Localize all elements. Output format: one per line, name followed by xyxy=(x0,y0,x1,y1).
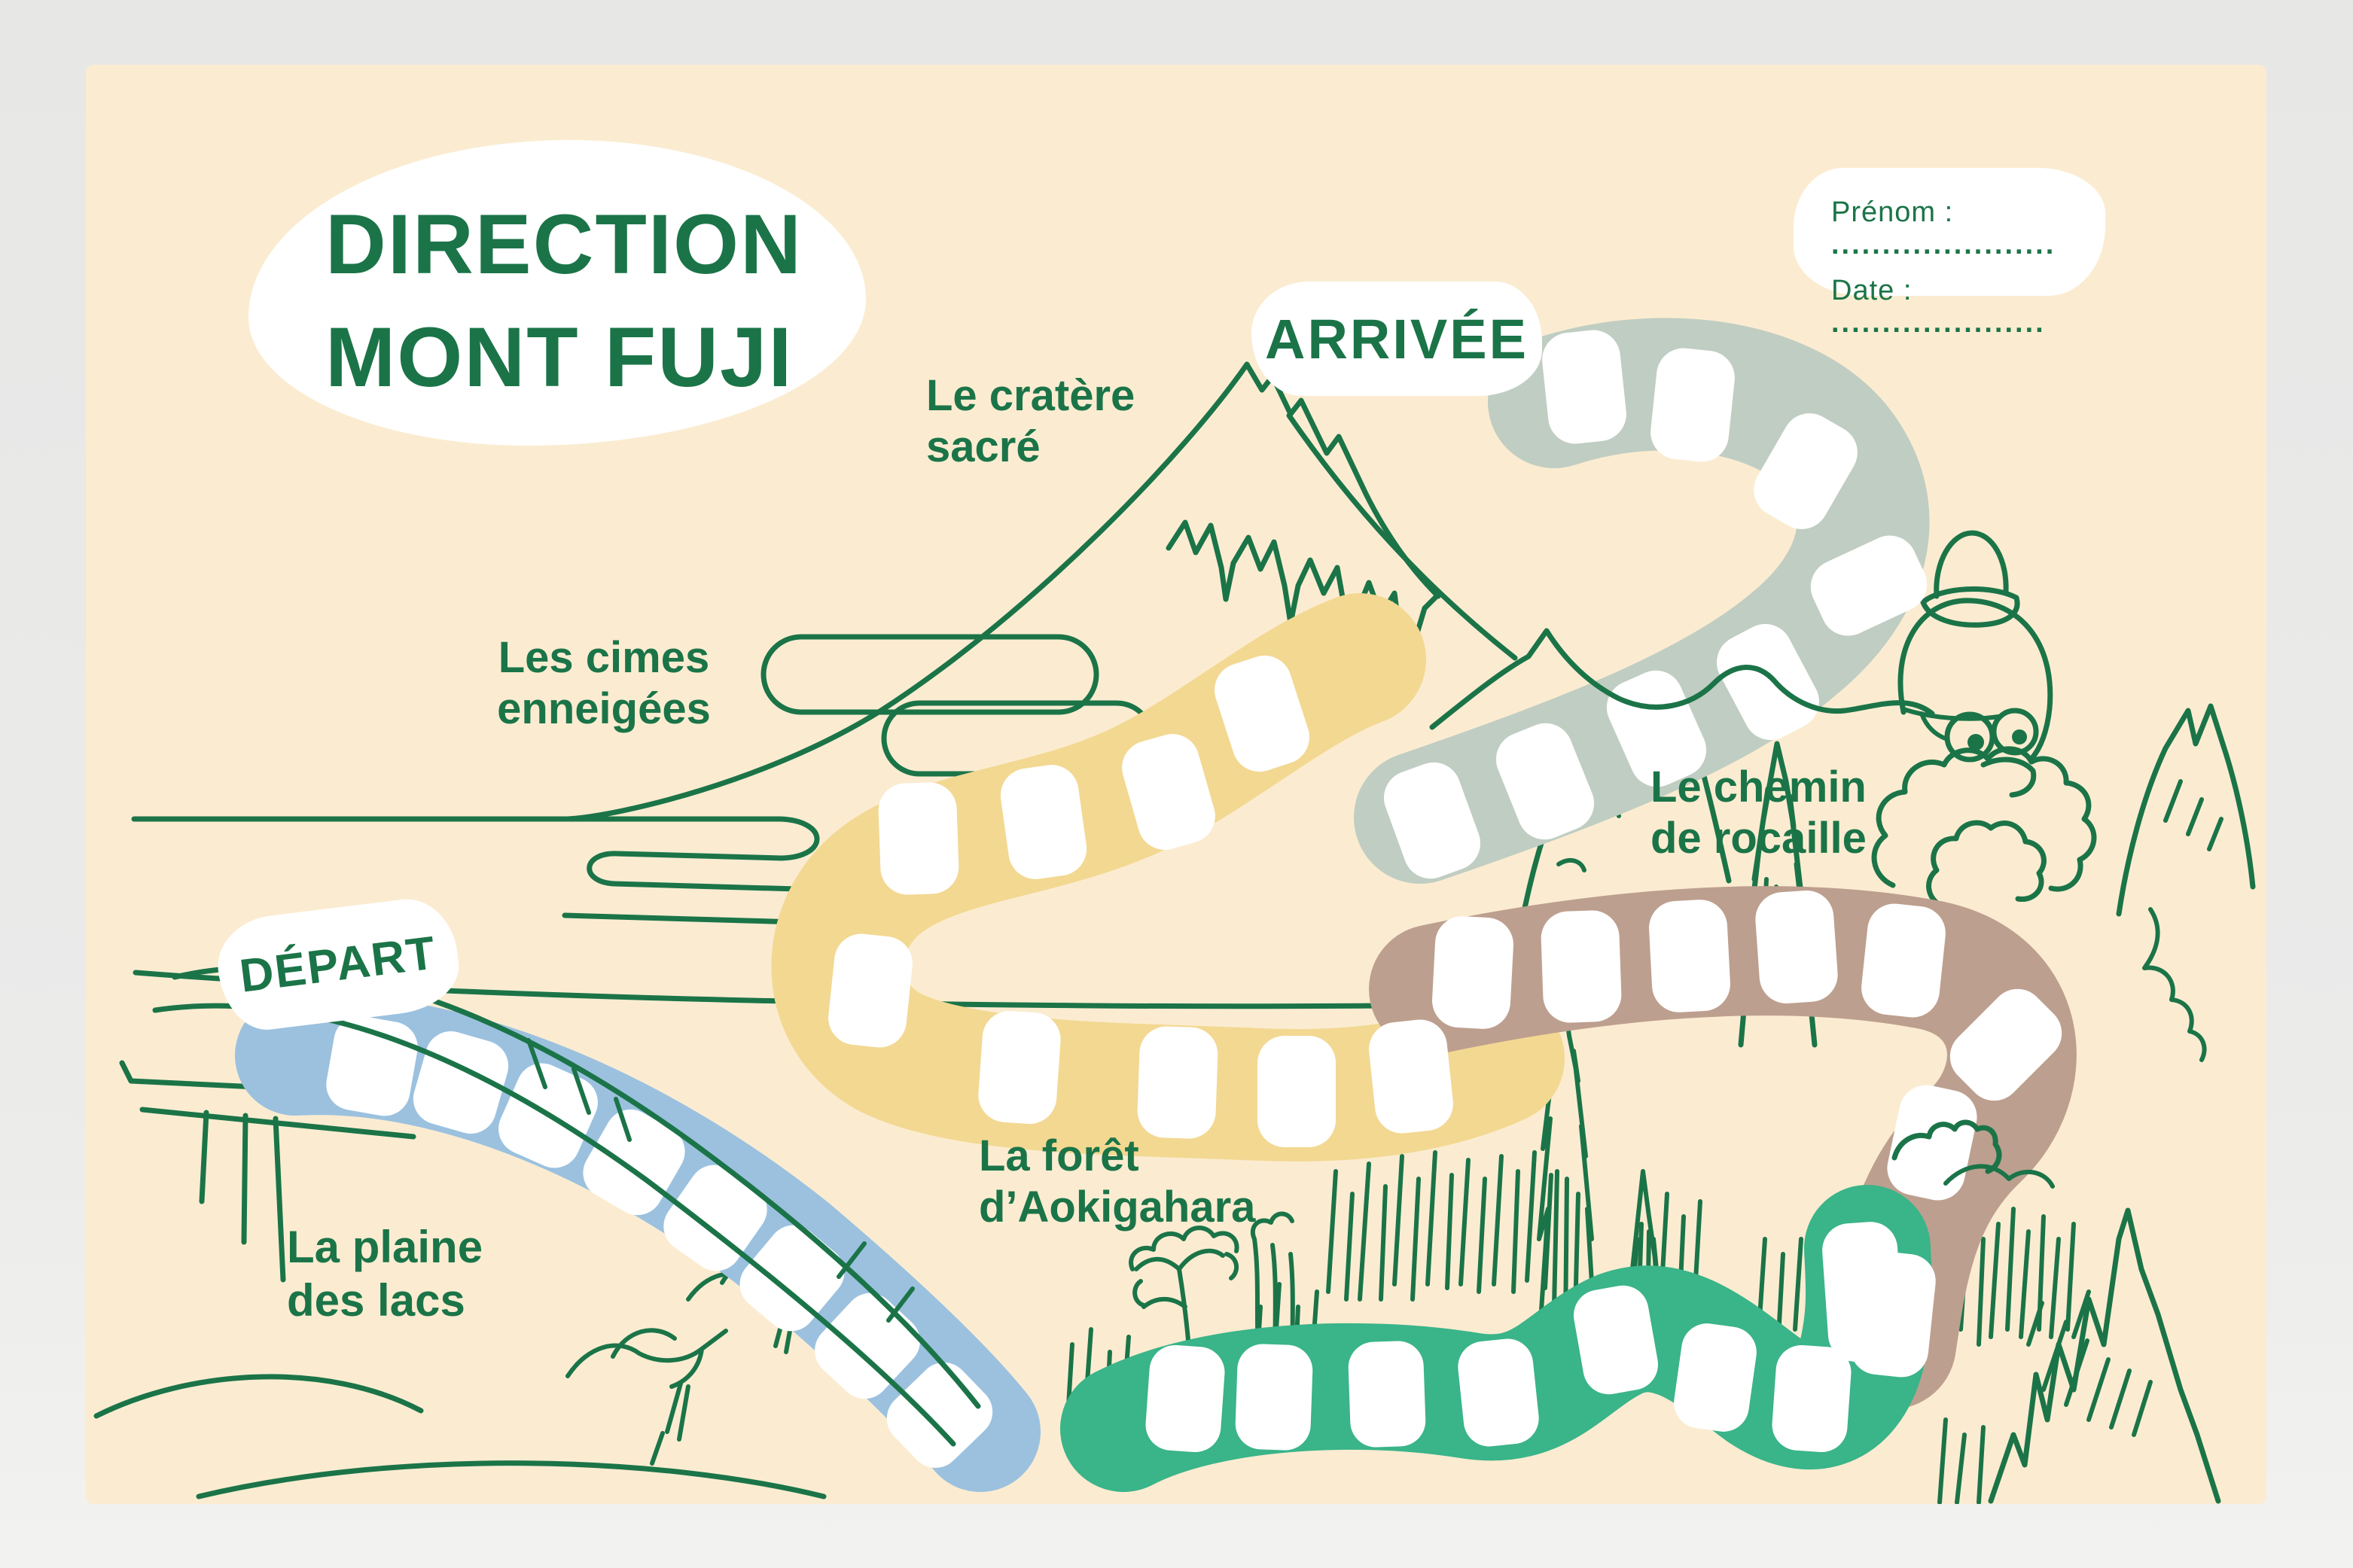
cliff-structure xyxy=(119,1060,416,1283)
board-space[interactable] xyxy=(1647,898,1732,1013)
cloud-large xyxy=(760,634,1099,715)
board-space[interactable] xyxy=(1348,1340,1427,1448)
title-line-2: MONT FUJI xyxy=(325,310,794,405)
tanuki-pupil-right xyxy=(2012,729,2027,744)
board-space[interactable] xyxy=(1540,909,1622,1024)
board-space[interactable] xyxy=(1431,915,1515,1030)
board-space[interactable] xyxy=(1376,755,1488,887)
board-space[interactable] xyxy=(730,1215,855,1342)
path-bands xyxy=(235,318,2077,1492)
title-line-1: DIRECTION xyxy=(325,197,803,291)
board-space[interactable] xyxy=(1671,1320,1760,1436)
bush-small xyxy=(1926,820,2047,911)
start-label: DÉPART xyxy=(236,926,440,1003)
tanuki-hat xyxy=(1934,530,2009,599)
board-space[interactable] xyxy=(1257,1036,1336,1147)
name-date-box: Prénom : ...................... Date : .… xyxy=(1794,168,2105,339)
bush-large xyxy=(1871,746,2097,892)
board-space[interactable] xyxy=(826,931,916,1050)
board-space[interactable] xyxy=(1235,1343,1314,1451)
board-space[interactable] xyxy=(1821,1220,1906,1364)
board-space[interactable] xyxy=(1136,1025,1218,1140)
board-space[interactable] xyxy=(997,761,1090,882)
rocks-far-right-hatch xyxy=(2163,779,2223,851)
fuji-flank-ridge xyxy=(1286,413,1518,661)
tanuki-goggle-strap xyxy=(1919,711,1949,741)
board-space[interactable] xyxy=(1540,327,1629,446)
willow-tree xyxy=(1251,1211,1296,1395)
date-row: Date : ..................... xyxy=(1831,275,2105,339)
forest-hatch-main xyxy=(1326,1150,1821,1347)
page-title: DIRECTION MONT FUJI xyxy=(325,188,803,414)
tanuki-creature xyxy=(1897,530,2053,798)
tanuki-muzzle xyxy=(1980,757,2037,798)
rocks-wavy-descent xyxy=(2142,907,2207,1062)
name-label: Prénom : xyxy=(1831,196,1954,228)
board-space[interactable] xyxy=(1707,614,1828,750)
cloud-squiggle xyxy=(1943,1164,2055,1189)
board-space[interactable] xyxy=(1455,1336,1541,1449)
conifer-short xyxy=(1627,1169,1663,1347)
board-space[interactable] xyxy=(1598,662,1714,796)
rocky-ridge xyxy=(1429,628,1935,730)
board-space[interactable] xyxy=(804,1283,931,1410)
board-space[interactable] xyxy=(1770,1344,1853,1454)
board-space[interactable] xyxy=(1367,1017,1456,1136)
name-field[interactable]: ...................... xyxy=(1831,229,2056,260)
tanuki-paw xyxy=(1891,1119,2002,1174)
date-label: Date : xyxy=(1831,275,1913,306)
lake-shore-1 xyxy=(93,1374,424,1419)
lake-shore-2 xyxy=(196,1460,827,1499)
tanuki-pupil-left xyxy=(1967,734,1984,751)
board-space[interactable] xyxy=(1144,1344,1227,1454)
name-row: Prénom : ...................... xyxy=(1831,196,2105,261)
board-illustration xyxy=(93,318,2256,1504)
finish-marker: ARRIVÉE xyxy=(1251,282,1542,396)
board-space[interactable] xyxy=(1744,403,1867,539)
board-space[interactable] xyxy=(1754,889,1839,1006)
pine-tree xyxy=(1129,1225,1239,1407)
tanuki-goggle-right xyxy=(1991,708,2039,756)
board-spaces xyxy=(326,327,2073,1468)
fuji-left-slope xyxy=(131,361,1250,822)
board-space[interactable] xyxy=(877,781,959,896)
board-space[interactable] xyxy=(1859,901,1949,1020)
board-space[interactable] xyxy=(1939,978,2073,1112)
board-space[interactable] xyxy=(1488,715,1602,848)
board-space[interactable] xyxy=(977,1009,1062,1126)
board-space[interactable] xyxy=(1802,527,1936,645)
board-space[interactable] xyxy=(654,1155,777,1280)
date-field[interactable]: ..................... xyxy=(1831,307,2046,339)
rocks-far-right xyxy=(2116,703,2256,917)
finish-label: ARRIVÉE xyxy=(1265,307,1529,370)
game-board: DIRECTION MONT FUJI Prénom : ............… xyxy=(86,65,2266,1504)
board-space[interactable] xyxy=(1208,649,1317,779)
peak-bottom-right xyxy=(1988,1207,2221,1504)
tanuki-brow xyxy=(1901,707,2001,721)
peak-bottom-right-hatch xyxy=(2026,1289,2153,1437)
board-space[interactable] xyxy=(1116,728,1222,857)
bridge-ticks xyxy=(526,1038,915,1323)
board-space[interactable] xyxy=(1570,1281,1663,1398)
board-space[interactable] xyxy=(1882,1080,1982,1205)
tanuki-head xyxy=(1897,598,2053,762)
board-space[interactable] xyxy=(1648,346,1738,464)
title-blob xyxy=(248,140,866,446)
